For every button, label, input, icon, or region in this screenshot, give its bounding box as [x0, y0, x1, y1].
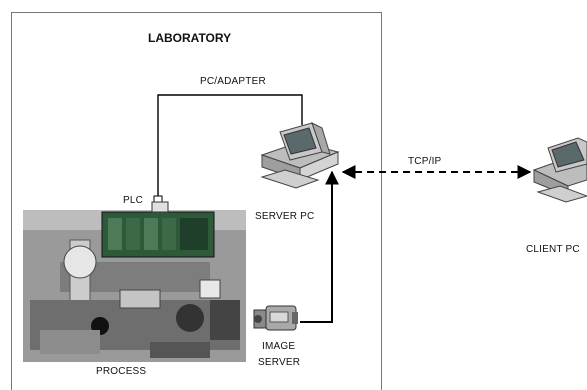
process-photo [23, 201, 246, 362]
process-label: PROCESS [96, 366, 147, 377]
client-pc-computer-icon [532, 137, 587, 203]
laboratory-title: LABORATORY [148, 31, 232, 45]
image-server-label-line1: IMAGE [262, 341, 296, 352]
client-pc-label: CLIENT PC [526, 244, 580, 255]
pc-adapter-label: PC/ADAPTER [200, 76, 266, 87]
server-pc-label: SERVER PC [255, 211, 315, 222]
camera-icon [253, 305, 298, 331]
pc-adapter-connection [157, 94, 303, 198]
plc-label: PLC [123, 195, 144, 206]
server-pc-computer-icon [260, 122, 340, 189]
laboratory-boundary [11, 12, 382, 390]
image-server-label-line2: SERVER [258, 357, 301, 368]
tcpip-label: TCP/IP [408, 156, 442, 167]
image-server-connection [300, 170, 339, 323]
